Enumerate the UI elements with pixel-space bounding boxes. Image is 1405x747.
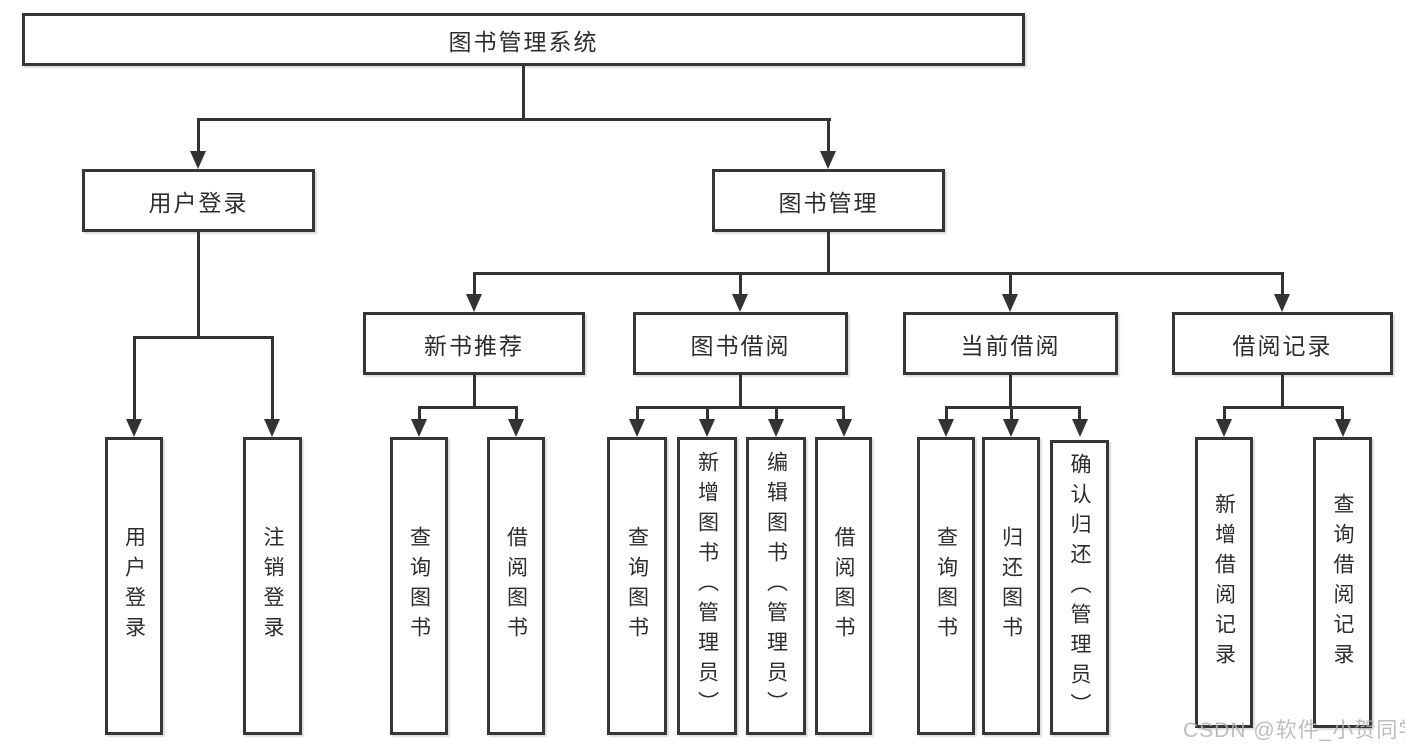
- connector-leaf: [636, 406, 639, 422]
- connector-book-mgmt-stub: [827, 232, 830, 275]
- node-leaf-edit-book-admin: 编辑图书（管理员）: [746, 437, 806, 735]
- arrow-down-icon: [1335, 419, 1351, 437]
- connector-leaf: [842, 406, 845, 422]
- connector-user-login-stub: [197, 232, 200, 339]
- arrow-down-icon: [264, 419, 280, 437]
- connector-to-current-borrow: [1009, 272, 1012, 298]
- arrow-down-icon: [768, 419, 784, 437]
- arrow-down-icon: [629, 419, 645, 437]
- connector-to-user-login: [197, 118, 200, 153]
- arrow-down-icon: [190, 151, 206, 169]
- connector-borrow-records-branch: [1223, 406, 1344, 409]
- arrow-down-icon: [938, 419, 954, 437]
- connector-leaf: [775, 406, 778, 422]
- connector-root-stub: [522, 66, 525, 121]
- arrow-down-icon: [1072, 419, 1088, 437]
- node-current-borrow: 当前借阅: [903, 312, 1118, 375]
- node-leaf-add-borrow-record: 新增借阅记录: [1195, 437, 1253, 728]
- connector-to-new-book: [473, 272, 476, 298]
- arrow-down-icon: [1216, 419, 1232, 437]
- connector-book-borrow-branch: [636, 406, 845, 409]
- connector-book-borrow-stub: [739, 375, 742, 409]
- node-leaf-borrow-books-2: 借阅图书: [815, 437, 872, 735]
- node-user-login: 用户登录: [82, 169, 315, 232]
- connector-leaf: [945, 406, 948, 422]
- node-book-management: 图书管理: [712, 169, 945, 232]
- node-leaf-query-books-2: 查询图书: [607, 437, 667, 735]
- connector-to-borrow-records: [1281, 272, 1284, 298]
- connector-leaf: [1078, 406, 1081, 422]
- node-book-borrow: 图书借阅: [633, 312, 848, 375]
- connector-user-login-branch: [133, 336, 274, 339]
- arrow-down-icon: [820, 151, 836, 169]
- connector-current-borrow-stub: [1009, 375, 1012, 409]
- node-leaf-query-borrow-record: 查询借阅记录: [1313, 437, 1372, 728]
- arrow-down-icon: [466, 294, 482, 312]
- watermark-text: CSDN @软件_小贺同学: [1183, 719, 1405, 742]
- node-borrow-records: 借阅记录: [1172, 312, 1393, 375]
- node-leaf-confirm-return-admin: 确认归还（管理员）: [1050, 440, 1109, 735]
- node-leaf-borrow-books-1: 借阅图书: [487, 437, 545, 735]
- connector-leaf: [515, 406, 518, 422]
- connector-leaf: [418, 406, 421, 422]
- connector-leaf: [706, 406, 709, 422]
- node-new-book-recommend: 新书推荐: [363, 312, 585, 375]
- node-leaf-query-books-3: 查询图书: [917, 437, 975, 735]
- arrow-down-icon: [732, 294, 748, 312]
- connector-leaf: [1223, 406, 1226, 422]
- connector-to-book-mgmt: [827, 118, 830, 153]
- connector-borrow-records-stub: [1281, 375, 1284, 409]
- arrow-down-icon: [411, 419, 427, 437]
- connector-book-mgmt-branch: [473, 272, 1284, 275]
- node-leaf-logout: 注销登录: [243, 437, 302, 735]
- connector-new-book-stub: [473, 375, 476, 409]
- connector-current-borrow-branch: [945, 406, 1081, 409]
- node-leaf-add-book-admin: 新增图书（管理员）: [677, 437, 737, 735]
- connector-to-leaf-user-login: [133, 336, 136, 421]
- connector-to-leaf-logout: [271, 336, 274, 421]
- node-leaf-return-books: 归还图书: [982, 437, 1040, 735]
- arrow-down-icon: [836, 419, 852, 437]
- connector-new-book-branch: [418, 406, 518, 409]
- node-leaf-user-login: 用户登录: [105, 437, 163, 735]
- arrow-down-icon: [699, 419, 715, 437]
- connector-leaf: [1010, 406, 1013, 422]
- arrow-down-icon: [1003, 419, 1019, 437]
- arrow-down-icon: [1002, 294, 1018, 312]
- node-library-system: 图书管理系统: [22, 13, 1025, 66]
- connector-to-book-borrow: [739, 272, 742, 298]
- arrow-down-icon: [1274, 294, 1290, 312]
- arrow-down-icon: [508, 419, 524, 437]
- arrow-down-icon: [126, 419, 142, 437]
- node-leaf-query-books-1: 查询图书: [390, 437, 448, 735]
- connector-leaf: [1341, 406, 1344, 422]
- connector-root-branch: [197, 118, 831, 121]
